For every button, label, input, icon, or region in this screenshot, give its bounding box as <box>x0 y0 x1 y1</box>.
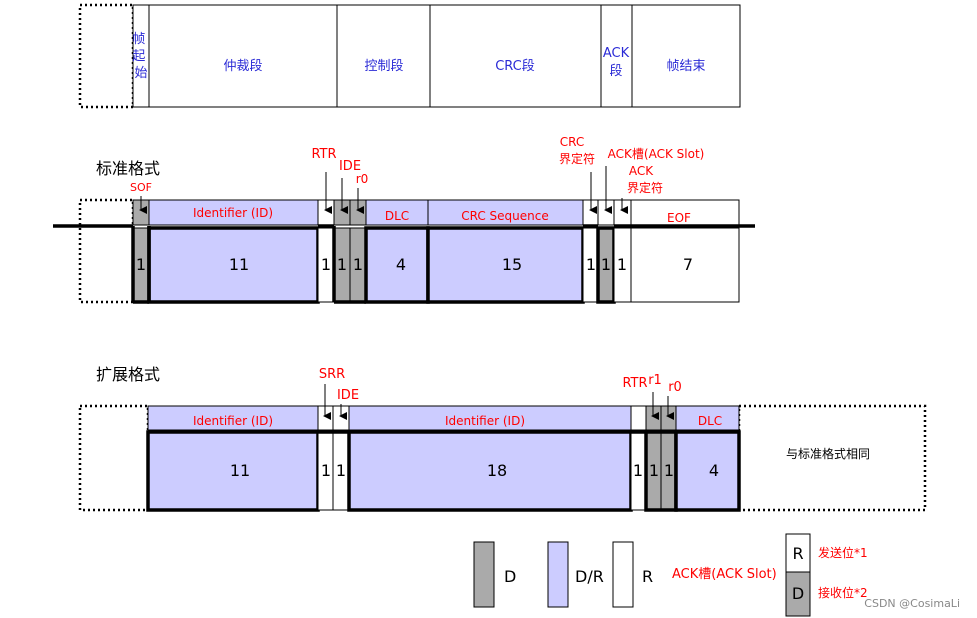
legend-ack-slot-label: ACK槽(ACK Slot) <box>672 567 777 582</box>
extended-ide-label: IDE <box>337 388 359 403</box>
legend-r-box-label: R <box>792 544 803 563</box>
standard-bits-ack-slot: 1 <box>601 255 611 274</box>
extended-left-dashed-box <box>78 404 150 512</box>
overview-frame <box>132 4 741 108</box>
idle-dashed-box <box>78 3 135 109</box>
standard-bits-rtr: 1 <box>321 255 331 274</box>
extended-id-label-2: Identifier (ID) <box>445 414 525 428</box>
extended-bits-srr: 1 <box>321 461 331 480</box>
legend-recv-bit-label: 接收位*2 <box>818 585 868 600</box>
extended-format: 扩展格式 Identifier (ID) Identifier (ID) DLC… <box>78 365 927 512</box>
overview-sof-label: 帧 起 始 <box>132 32 149 81</box>
watermark: CSDN @CosimaLi <box>864 597 960 610</box>
standard-bits-crc-delim: 1 <box>586 255 596 274</box>
extended-r1-label: r1 <box>648 373 662 388</box>
overview-arbitration-label: 仲裁段 <box>223 58 262 74</box>
extended-bits-rtr: 1 <box>633 461 643 480</box>
standard-crc-delim-label-1: CRC <box>560 135 585 149</box>
legend: D D/R R ACK槽(ACK Slot) R D 发送位*1 接收位*2 <box>473 533 868 617</box>
extended-bits-id1: 11 <box>230 461 250 480</box>
overview-row: 帧 起 始 仲裁段 控制段 CRC段 ACK 段 帧结束 <box>78 3 741 109</box>
extended-id-label-1: Identifier (ID) <box>193 414 273 428</box>
legend-r-label: R <box>642 567 653 586</box>
extended-bits-r0: 1 <box>664 461 674 480</box>
standard-bits-crc: 15 <box>502 255 522 274</box>
standard-rtr-label: RTR <box>311 147 336 162</box>
standard-ack-delim-label-2: 界定符 <box>627 180 663 195</box>
standard-idle-box <box>78 198 135 304</box>
legend-send-bit-label: 发送位*1 <box>818 545 868 560</box>
overview-crc-label: CRC段 <box>495 59 535 74</box>
extended-bits-id2: 18 <box>487 461 507 480</box>
legend-dr-label: D/R <box>575 567 604 586</box>
overview-control-label: 控制段 <box>364 59 403 74</box>
standard-eof-label: EOF <box>667 211 691 225</box>
legend-d-swatch <box>473 541 495 608</box>
legend-dr-swatch <box>547 541 569 608</box>
extended-bits-r1: 1 <box>649 461 659 480</box>
standard-ack-slot-label: ACK槽(ACK Slot) <box>608 147 705 161</box>
overview-ack-label-2: 段 <box>609 64 622 79</box>
standard-bits-r0: 1 <box>353 255 363 274</box>
standard-crc-delim-label-2: 界定符 <box>559 151 595 166</box>
standard-ack-delim-label-1: ACK <box>629 164 654 178</box>
standard-dlc-label: DLC <box>385 209 409 223</box>
extended-same-as-standard: 与标准格式相同 <box>786 446 870 461</box>
overview-eof-label: 帧结束 <box>666 59 705 74</box>
extended-dlc-label: DLC <box>698 414 722 428</box>
legend-d-box-label: D <box>792 584 804 603</box>
extended-r0-label: r0 <box>668 380 682 395</box>
standard-sof-label: SOF <box>130 181 152 194</box>
standard-bits-dlc: 4 <box>396 255 406 274</box>
standard-title: 标准格式 <box>96 159 160 178</box>
extended-bits-ide: 1 <box>336 461 346 480</box>
extended-bits-dlc: 4 <box>709 461 719 480</box>
legend-r-swatch <box>612 541 634 608</box>
extended-rtr-label: RTR <box>622 376 647 391</box>
standard-bits-ide: 1 <box>337 255 347 274</box>
extended-title: 扩展格式 <box>96 365 160 384</box>
extended-srr-label: SRR <box>319 367 345 382</box>
legend-recv-box <box>785 571 811 617</box>
legend-d-label: D <box>504 567 516 586</box>
standard-bits-sof: 1 <box>136 255 146 274</box>
standard-bits-id: 11 <box>229 255 249 274</box>
standard-crc-seq-label: CRC Sequence <box>461 209 549 223</box>
standard-format: 标准格式 I <box>53 135 755 304</box>
overview-ack-label-1: ACK <box>603 46 630 61</box>
standard-id-label: Identifier (ID) <box>193 206 273 220</box>
standard-ide-label: IDE <box>339 159 361 174</box>
legend-send-box <box>785 533 811 573</box>
standard-bits-eof: 7 <box>683 255 693 274</box>
standard-r0-label: r0 <box>356 172 369 186</box>
standard-bits-ack-delim: 1 <box>617 255 627 274</box>
